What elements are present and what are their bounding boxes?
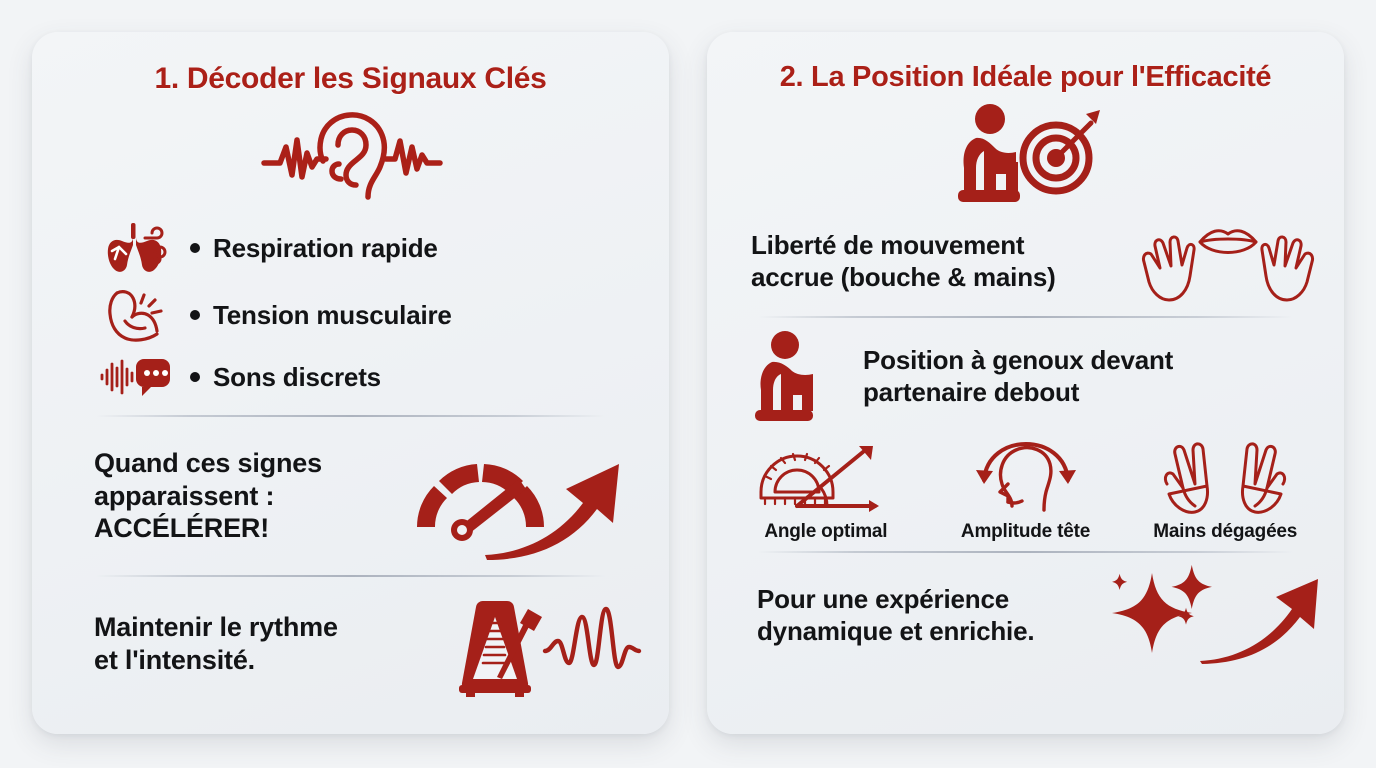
- bullet-text-sons: Sons discrets: [190, 362, 381, 393]
- signals-bullet-list: Respiration rapide Tension musculaire: [32, 205, 669, 407]
- card-position-divider-1: [757, 315, 1294, 318]
- bullet-text-respiration: Respiration rapide: [190, 233, 438, 264]
- open-palms-icon: [1157, 440, 1293, 514]
- kneeling-person-target-icon: [707, 102, 1344, 206]
- card-signals: 1. Décoder les Signaux Clés: [32, 32, 669, 734]
- card-position-divider-2: [757, 550, 1294, 553]
- feature-mains-degagees: Mains dégagées: [1128, 440, 1322, 543]
- speedometer-rising-arrow-icon: [407, 431, 643, 561]
- feature-amplitude-tete: Amplitude tête: [929, 440, 1123, 543]
- position-footer-block: Pour une expérience dynamique et enrichi…: [707, 553, 1344, 677]
- soundwave-speech-bubble-icon: [98, 355, 174, 399]
- position-feature-row: Angle optimal Amplitude tête: [707, 434, 1344, 551]
- metronome-waveform-icon: [433, 591, 643, 697]
- signals-footer-text: Maintenir le rythme et l'intensité.: [94, 612, 338, 675]
- lungs-breath-icon: [98, 221, 174, 275]
- position-footer-text: Pour une expérience dynamique et enrichi…: [757, 583, 1035, 646]
- position-statement-two-text: Position à genoux devant partenaire debo…: [863, 344, 1174, 407]
- signals-statement-text: Quand ces signes apparaissent : ACCÉLÉRE…: [94, 447, 322, 544]
- head-rotation-arc-icon: [960, 440, 1092, 514]
- feature-label-angle: Angle optimal: [764, 520, 888, 542]
- bullet-item-sons: Sons discrets: [98, 355, 669, 399]
- bullet-dot: [190, 372, 200, 382]
- card-position: 2. La Position Idéale pour l'Efficacité: [707, 32, 1344, 734]
- card-signals-divider-1: [95, 415, 606, 417]
- protractor-angle-icon: [751, 440, 901, 514]
- sparkles-rising-arrow-icon: [1112, 564, 1318, 665]
- feature-label-mains: Mains dégagées: [1153, 520, 1298, 542]
- position-statement-one: Liberté de mouvement accrue (bouche & ma…: [707, 206, 1344, 316]
- position-statement-two: Position à genoux devant partenaire debo…: [707, 318, 1344, 434]
- bullet-dot: [190, 310, 200, 320]
- bullet-text-tension: Tension musculaire: [190, 300, 452, 331]
- flexed-muscle-tension-icon: [98, 287, 174, 343]
- signals-footer-block: Maintenir le rythme et l'intensité.: [32, 577, 669, 711]
- position-statement-one-text: Liberté de mouvement accrue (bouche & ma…: [751, 229, 1056, 292]
- signals-statement-block: Quand ces signes apparaissent : ACCÉLÉRE…: [32, 417, 669, 575]
- bullet-dot: [190, 243, 200, 253]
- kneeling-person-icon: [751, 330, 843, 422]
- card-position-title: 2. La Position Idéale pour l'Efficacité: [779, 61, 1272, 93]
- feature-angle-optimal: Angle optimal: [729, 440, 923, 543]
- ear-soundwave-icon: [32, 105, 669, 205]
- card-signals-title: 1. Décoder les Signaux Clés: [154, 62, 547, 95]
- card-signals-divider-2: [95, 575, 606, 577]
- feature-label-amplitude: Amplitude tête: [960, 520, 1091, 542]
- bullet-item-tension: Tension musculaire: [98, 287, 669, 343]
- bullet-item-respiration: Respiration rapide: [98, 221, 669, 275]
- lips-open-hands-icon: [1138, 218, 1318, 304]
